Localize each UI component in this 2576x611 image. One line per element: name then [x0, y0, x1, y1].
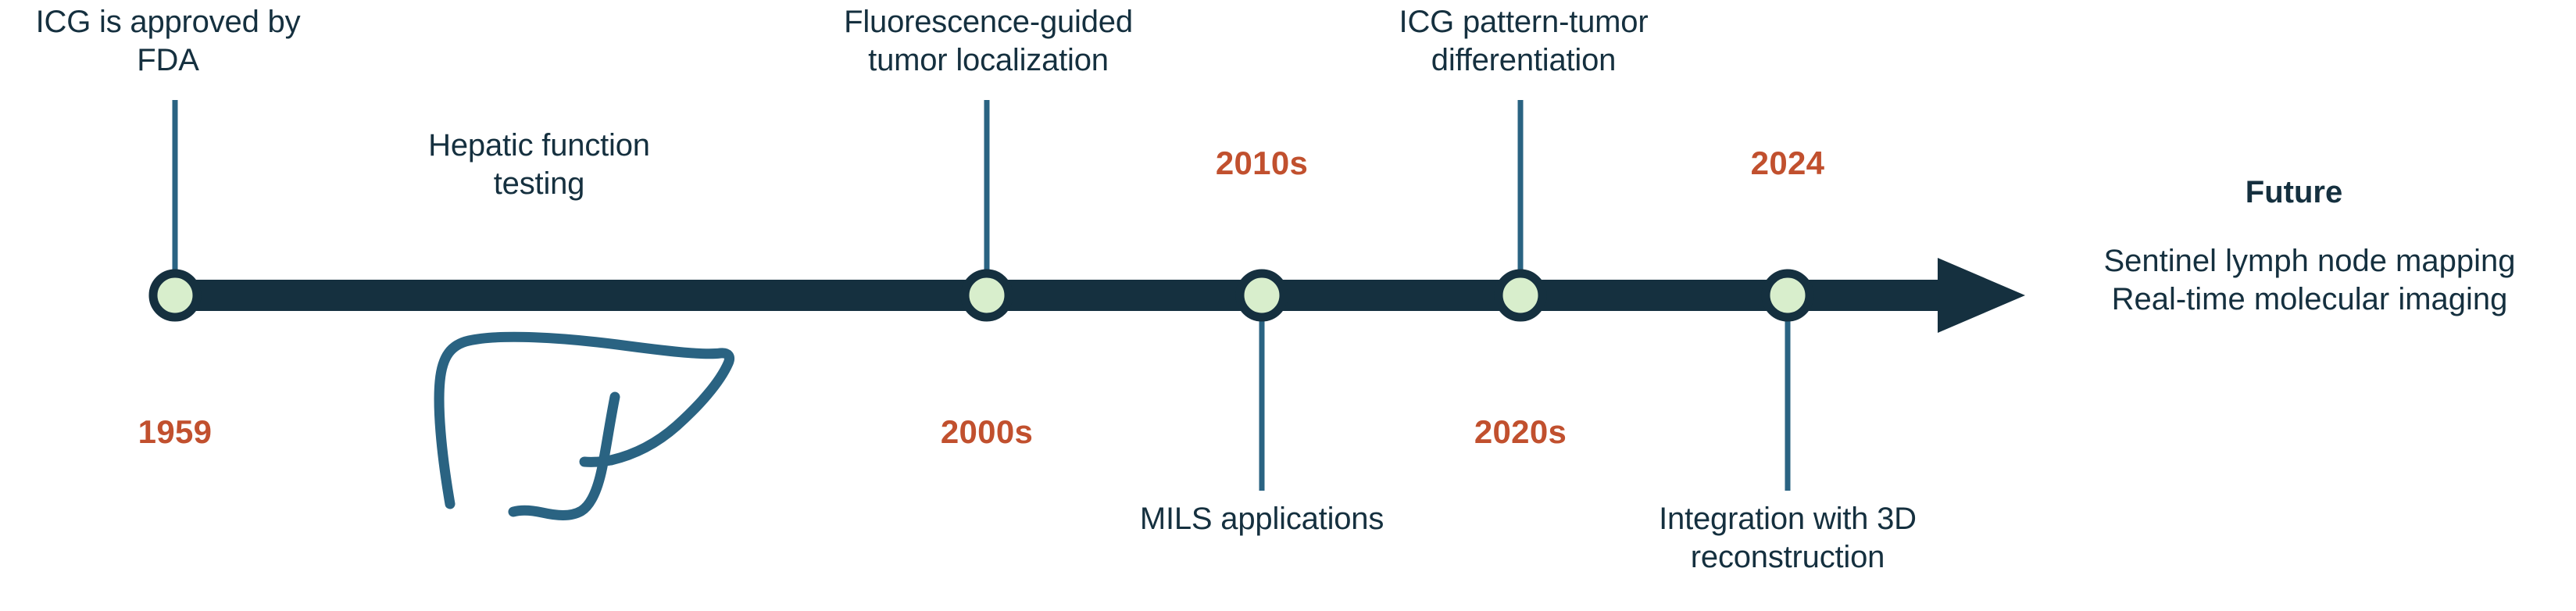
- timeline-node-m5[interactable]: [1761, 269, 1814, 322]
- milestone-label-m2: Fluorescence-guided tumor localization: [844, 5, 1133, 77]
- milestone-label-m4: ICG pattern-tumor differentiation: [1399, 5, 1649, 77]
- year-marker-2010s: 2010s: [1215, 145, 1309, 181]
- timeline-node-m4[interactable]: [1494, 269, 1547, 322]
- future-item-1: Real-time molecular imaging: [2111, 282, 2508, 316]
- milestone-label-m3: MILS applications: [1139, 502, 1384, 536]
- floating-label-hepatic-function: Hepatic function testing: [428, 128, 650, 201]
- year-marker-2020s: 2020s: [1474, 413, 1567, 450]
- timeline-node-m1[interactable]: [148, 269, 202, 322]
- timeline-node-m3[interactable]: [1235, 269, 1288, 322]
- milestone-label-m5: Integration with 3D reconstruction: [1659, 502, 1917, 574]
- year-marker-1959: 1959: [138, 413, 213, 450]
- milestone-label-m1: ICG is approved by FDA: [35, 5, 301, 77]
- timeline-arrow-head: [1938, 258, 2025, 333]
- future-item-0: Sentinel lymph node mapping: [2103, 244, 2516, 278]
- timeline-axis-bar: [175, 280, 1949, 311]
- liver-outline-icon: [434, 331, 734, 520]
- year-marker-2000s: 2000s: [940, 413, 1034, 450]
- year-marker-2024: 2024: [1750, 145, 1825, 181]
- timeline-node-m2[interactable]: [960, 269, 1013, 322]
- future-heading: Future: [2245, 175, 2343, 209]
